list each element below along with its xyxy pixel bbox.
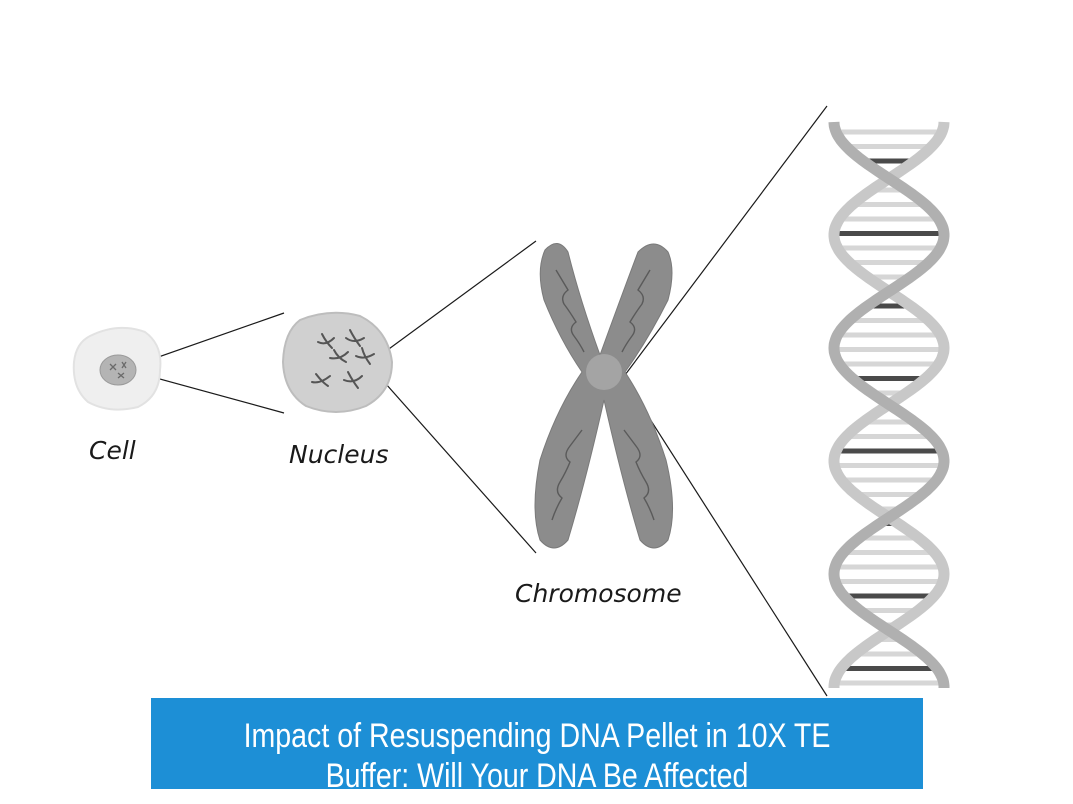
banner-title: Impact of Resuspending DNA Pellet in 10X… [243,717,831,789]
dna-strand-b [828,121,950,688]
zoom-line-chromosome-bottom [624,379,828,697]
zoom-line-chromosome-top [624,105,828,376]
zoom-line-nucleus-top [377,240,537,358]
label-chromosome: Chromosome [515,579,682,608]
dna-helix-illustration [828,121,950,688]
label-cell: Cell [89,436,136,465]
zoom-lines [126,105,828,697]
nucleus-illustration [281,311,394,413]
zoom-line-nucleus-bottom [377,374,537,554]
cell-illustration [72,326,162,411]
label-nucleus: Nucleus [289,440,389,469]
chromosome-illustration [534,243,673,549]
title-banner: Impact of Resuspending DNA Pellet in 10X… [151,698,923,789]
